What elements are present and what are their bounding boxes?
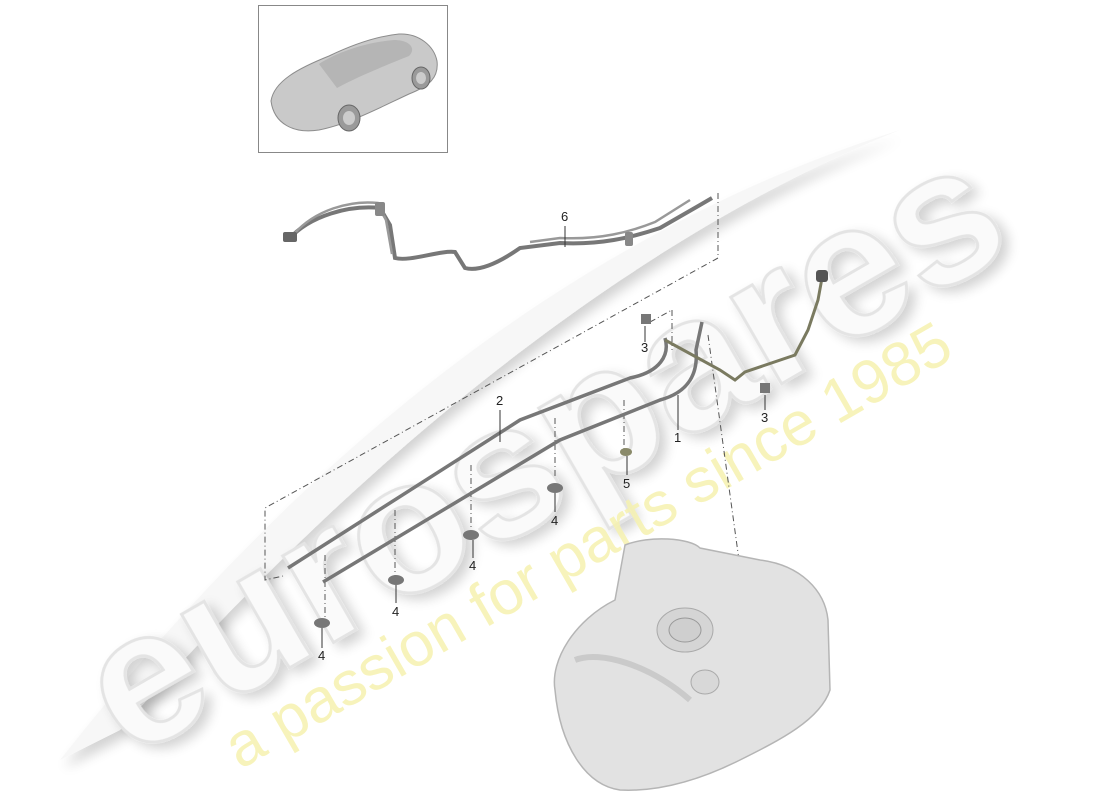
callout-4[interactable]: 4 bbox=[551, 513, 558, 528]
holder-4[interactable] bbox=[314, 618, 330, 628]
watermark-swoosh bbox=[60, 130, 900, 760]
clip-3[interactable] bbox=[760, 383, 770, 393]
leader-dashed bbox=[649, 309, 673, 323]
car-thumbnail bbox=[258, 5, 448, 153]
clip-5[interactable] bbox=[620, 448, 632, 456]
holder-4[interactable] bbox=[547, 483, 563, 493]
callout-3[interactable]: 3 bbox=[641, 340, 648, 355]
leader-dashed-frame bbox=[264, 193, 719, 581]
vent-line[interactable] bbox=[664, 277, 824, 382]
fuel-line-2[interactable] bbox=[287, 337, 668, 570]
callout-1[interactable]: 1 bbox=[674, 430, 681, 445]
holder-4[interactable] bbox=[463, 530, 479, 540]
fuel-tank[interactable] bbox=[553, 538, 831, 791]
clip-3[interactable] bbox=[641, 314, 651, 324]
callout-4[interactable]: 4 bbox=[392, 604, 399, 619]
fuel-line-1[interactable] bbox=[322, 321, 704, 584]
callout-4[interactable]: 4 bbox=[469, 558, 476, 573]
holder-4[interactable] bbox=[388, 575, 404, 585]
connector-icon bbox=[816, 270, 828, 282]
callout-2[interactable]: 2 bbox=[496, 393, 503, 408]
callout-4[interactable]: 4 bbox=[318, 648, 325, 663]
fuel-line-assembly-6[interactable] bbox=[283, 196, 714, 271]
car-overview-icon bbox=[270, 33, 438, 132]
callout-3[interactable]: 3 bbox=[761, 410, 768, 425]
callout-5[interactable]: 5 bbox=[623, 476, 630, 491]
callout-6[interactable]: 6 bbox=[561, 209, 568, 224]
